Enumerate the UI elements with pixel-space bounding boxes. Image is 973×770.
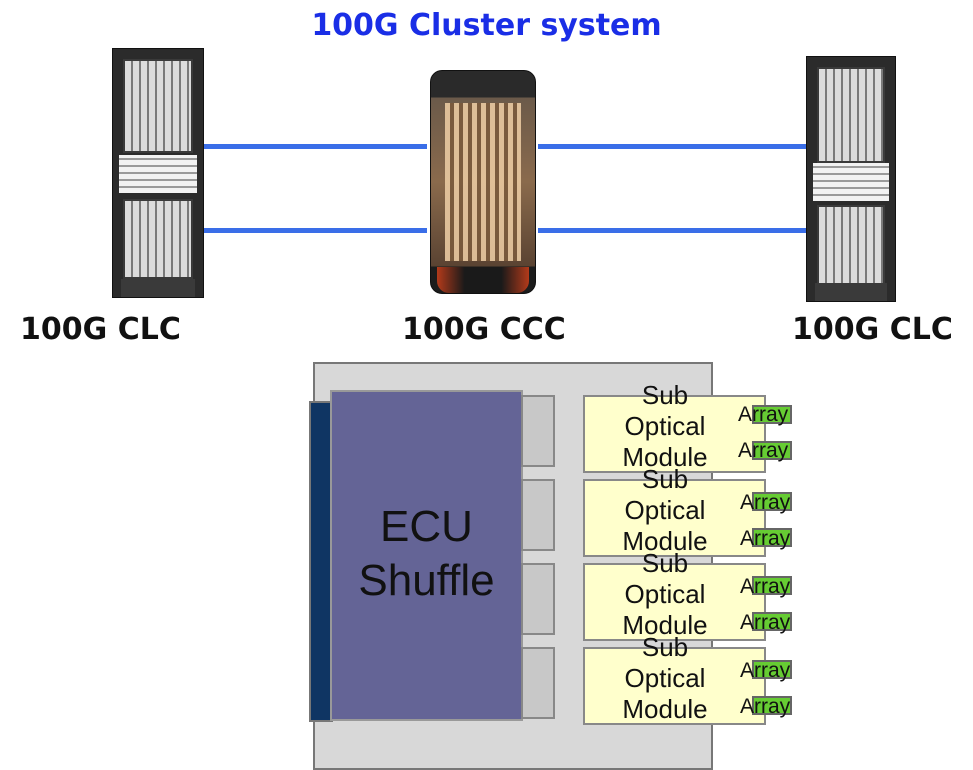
module-label-line1: Sub: [641, 464, 689, 494]
sub-optical-module-3: [583, 563, 766, 641]
module-label-line2: Optical: [624, 579, 706, 609]
array-box: [752, 696, 792, 715]
module-label-line1: Sub: [641, 380, 689, 410]
array-box: [752, 405, 792, 424]
array-box: [752, 612, 792, 631]
link-right-top: [538, 144, 806, 149]
device-label-center: 100G CCC: [402, 312, 566, 347]
array-box: [752, 528, 792, 547]
array-label: Array: [738, 403, 789, 426]
array-label: Array: [740, 659, 791, 682]
module-label-line2: Optical: [624, 411, 706, 441]
ccc-chassis-image: [430, 70, 536, 294]
array-box: [752, 492, 792, 511]
sub-optical-module-2-label: Sub Optical Module: [590, 464, 740, 557]
clc-left-chassis-image: [112, 48, 204, 298]
array-box: [752, 576, 792, 595]
module-label-line3: Module: [622, 694, 708, 724]
connector-4: [521, 647, 555, 719]
sub-optical-module-4-label: Sub Optical Module: [590, 632, 740, 725]
ecu-shuffle-block: [330, 390, 523, 721]
module-label-line2: Optical: [624, 495, 706, 525]
array-box: [752, 660, 792, 679]
array-label: Array: [738, 439, 789, 462]
sub-optical-module-4: [583, 647, 766, 725]
sub-optical-module-2: [583, 479, 766, 557]
ecu-label-line2: Shuffle: [358, 556, 495, 605]
array-label: Array: [740, 695, 791, 718]
module-label-line3: Module: [622, 526, 708, 556]
array-box: [752, 441, 792, 460]
sub-optical-module-1: [583, 395, 766, 473]
connector-3: [521, 563, 555, 635]
link-left-top: [203, 144, 427, 149]
module-label-line3: Module: [622, 442, 708, 472]
connector-2: [521, 479, 555, 551]
clc-right-chassis-image: [806, 56, 896, 302]
sub-optical-module-3-label: Sub Optical Module: [590, 548, 740, 641]
array-label: Array: [740, 611, 791, 634]
sub-optical-module-1-label: Sub Optical Module: [590, 380, 740, 473]
device-label-left: 100G CLC: [20, 312, 181, 347]
array-label: Array: [740, 575, 791, 598]
connector-1: [521, 395, 555, 467]
array-label: Array: [740, 527, 791, 550]
module-label-line3: Module: [622, 610, 708, 640]
module-label-line1: Sub: [641, 548, 689, 578]
ecu-label-line1: ECU: [380, 502, 473, 551]
device-label-right: 100G CLC: [792, 312, 953, 347]
diagram-title: 100G Cluster system: [311, 8, 662, 43]
link-left-bottom: [203, 228, 427, 233]
module-label-line2: Optical: [624, 663, 706, 693]
link-right-bottom: [538, 228, 806, 233]
array-label: Array: [740, 491, 791, 514]
ecu-shuffle-label: ECU Shuffle: [330, 500, 523, 608]
module-label-line1: Sub: [641, 632, 689, 662]
